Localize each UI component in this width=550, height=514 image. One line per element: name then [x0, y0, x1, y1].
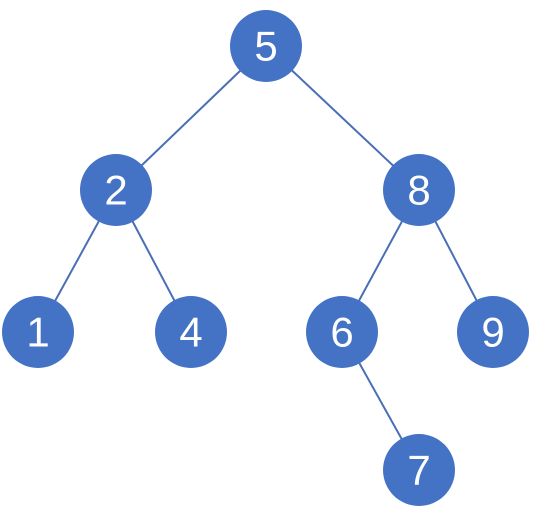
- tree-node: 4: [155, 296, 227, 368]
- node-label: 1: [26, 309, 49, 356]
- node-circle: [155, 296, 227, 368]
- node-circle: [383, 434, 455, 506]
- node-circle: [80, 154, 152, 226]
- node-label: 7: [407, 447, 430, 494]
- edges-layer: [37, 45, 494, 471]
- tree-node: 1: [2, 296, 74, 368]
- nodes-layer: 5 2 8 1 4 6 9: [2, 10, 529, 506]
- node-circle: [306, 296, 378, 368]
- node-label: 5: [254, 23, 277, 70]
- tree-node: 7: [383, 434, 455, 506]
- tree-node: 6: [306, 296, 378, 368]
- tree-node: 5: [230, 10, 302, 82]
- node-label: 2: [104, 167, 127, 214]
- tree-node: 8: [383, 154, 455, 226]
- node-circle: [383, 154, 455, 226]
- tree-node: 9: [457, 296, 529, 368]
- node-label: 6: [330, 309, 353, 356]
- node-circle: [2, 296, 74, 368]
- node-label: 8: [407, 167, 430, 214]
- tree-node: 2: [80, 154, 152, 226]
- node-circle: [230, 10, 302, 82]
- node-label: 4: [179, 309, 202, 356]
- node-circle: [457, 296, 529, 368]
- node-label: 9: [481, 309, 504, 356]
